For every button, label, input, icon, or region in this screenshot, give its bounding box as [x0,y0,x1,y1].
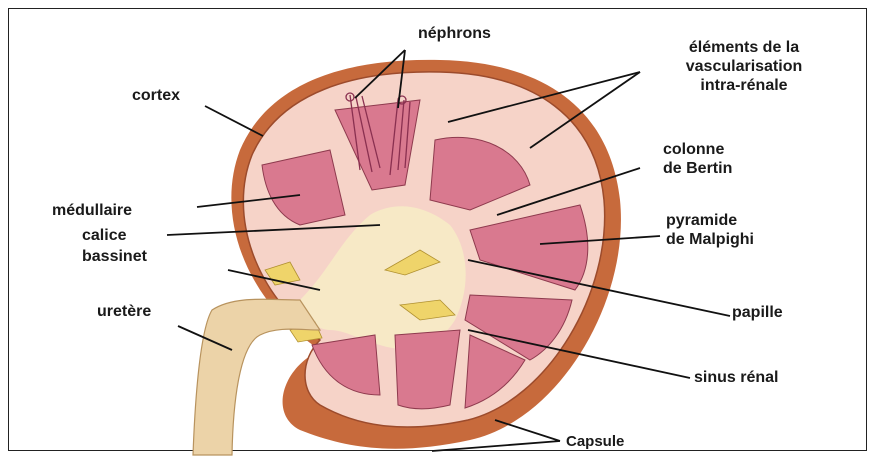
label-papille: papille [732,303,783,322]
label-bassinet: bassinet [82,247,147,266]
label-colonne-de-bertin: colonne de Bertin [663,140,732,178]
label-calice: calice [82,226,126,245]
label-medullaire: médullaire [52,201,132,220]
label-vascularisation-line1: éléments de la [646,38,842,57]
pyramid-bottom-mid [395,330,460,409]
label-pyramide-line1: pyramide [666,211,754,230]
label-cortex: cortex [132,86,180,105]
label-capsule: Capsule [566,432,624,451]
label-vascularisation-line3: intra-rénale [646,76,842,95]
label-uretere: uretère [97,302,151,321]
label-nephrons: néphrons [418,24,491,43]
label-sinus-renal: sinus rénal [694,368,778,387]
label-vascularisation: éléments de la vascularisation intra-rén… [646,38,842,95]
label-pyramide-de-malpighi: pyramide de Malpighi [666,211,754,249]
label-pyramide-line2: de Malpighi [666,230,754,249]
label-colonne-line1: colonne [663,140,732,159]
label-colonne-line2: de Bertin [663,159,732,178]
label-vascularisation-line2: vascularisation [646,57,842,76]
